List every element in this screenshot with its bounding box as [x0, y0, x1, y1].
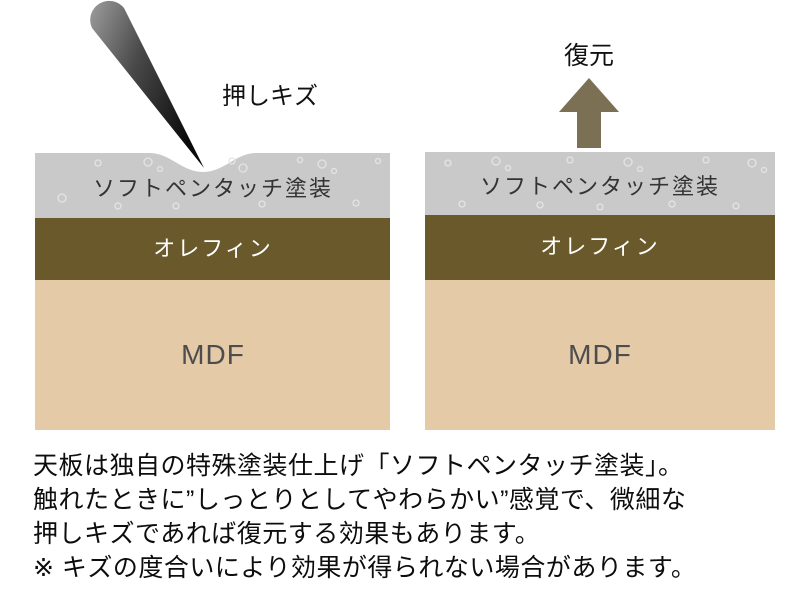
right-olefin-label: オレフィン — [540, 234, 660, 259]
left-olefin-layer — [35, 218, 390, 280]
right-diagram: 復元 ソフトペンタッチ塗装 オレフィン MDF — [425, 42, 775, 430]
right-coating-label: ソフトペンタッチ塗装 — [480, 174, 720, 199]
description-line-1: 天板は独自の特殊塗装仕上げ「ソフトペンタッチ塗装」。 — [33, 452, 684, 480]
left-olefin-label: オレフィン — [153, 236, 273, 261]
description-line-2: 触れたときに”しっとりとしてやわらかい”感覚で、微細な — [33, 486, 687, 514]
press-scratch-label: 押しキズ — [222, 83, 318, 110]
right-mdf-label: MDF — [568, 339, 632, 370]
right-coating-bubbles — [444, 156, 768, 211]
diagram-canvas: 押しキズ ソフトペンタッチ塗装 オレフィン MDF — [35, 0, 775, 430]
left-coating-layer-dented — [35, 153, 390, 218]
left-mdf-layer — [35, 280, 390, 430]
right-mdf-layer — [425, 280, 775, 430]
description-line-3: 押しキズであれば復元する効果もあります。 — [33, 520, 541, 548]
left-coating-bubbles — [57, 156, 382, 210]
left-diagram: 押しキズ ソフトペンタッチ塗装 オレフィン MDF — [35, 0, 390, 430]
description-line-4: ※ キズの度合いにより効果が得られない場合があります。 — [33, 554, 697, 582]
restore-label: 復元 — [564, 42, 614, 70]
description-text: 天板は独自の特殊塗装仕上げ「ソフトペンタッチ塗装」。 触れたときに”しっとりとし… — [33, 449, 778, 585]
left-coating-label: ソフトペンタッチ塗装 — [93, 176, 333, 201]
restore-arrow-icon — [559, 78, 619, 148]
pen-icon — [90, 0, 204, 168]
left-mdf-label: MDF — [181, 339, 245, 370]
right-olefin-layer — [425, 215, 775, 280]
